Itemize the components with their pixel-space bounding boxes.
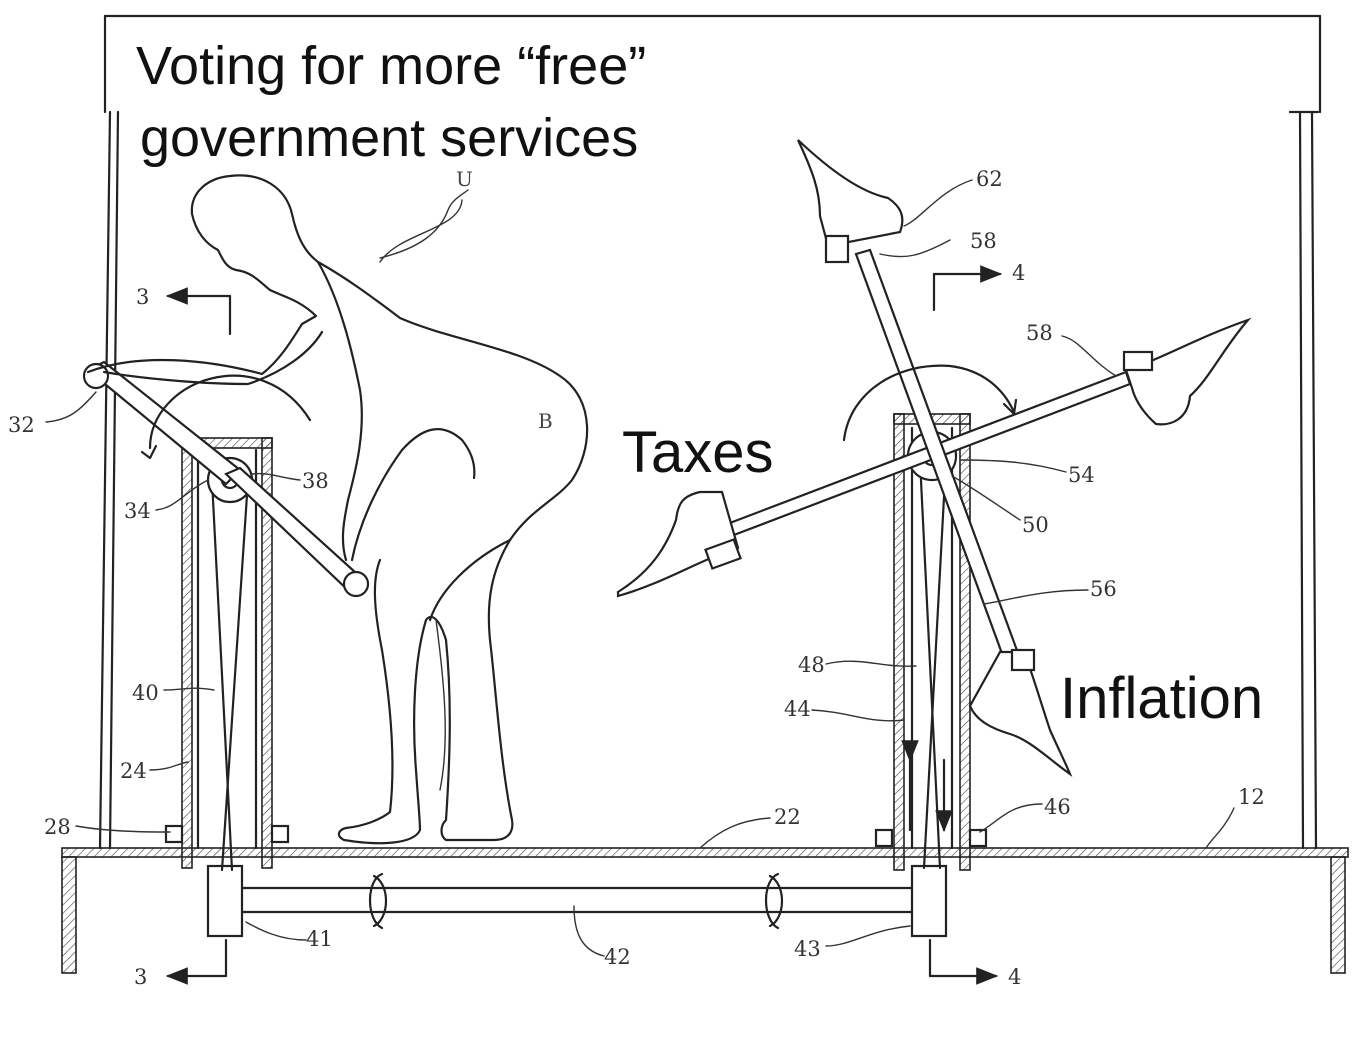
leader-lines bbox=[45, 179, 1235, 957]
ref-44: 44 bbox=[784, 697, 811, 721]
paddle-arms bbox=[720, 248, 1132, 672]
boot-left bbox=[616, 490, 742, 598]
ref-42: 42 bbox=[604, 945, 631, 969]
ref-28: 28 bbox=[44, 815, 71, 839]
ref-34: 34 bbox=[124, 499, 151, 523]
ref-46: 46 bbox=[1044, 795, 1071, 819]
caption-taxes: Taxes bbox=[622, 420, 774, 485]
label-buttocks: B bbox=[538, 409, 553, 433]
ref-48: 48 bbox=[798, 653, 825, 677]
title-line-2: government services bbox=[140, 108, 638, 168]
section-markers bbox=[165, 265, 1003, 985]
ref-54: 54 bbox=[1068, 463, 1095, 487]
boot-bottom bbox=[968, 648, 1073, 778]
drive-shaft bbox=[206, 864, 948, 938]
title-line-1: Voting for more “free” bbox=[136, 36, 646, 96]
ref-24: 24 bbox=[120, 759, 147, 783]
ref-50: 50 bbox=[1022, 513, 1049, 537]
outer-frame bbox=[98, 14, 1322, 850]
ref-38: 38 bbox=[302, 469, 329, 493]
ref-43: 43 bbox=[794, 937, 821, 961]
boots bbox=[616, 139, 1252, 778]
label-user: U bbox=[456, 167, 473, 191]
ref-12: 12 bbox=[1238, 785, 1265, 809]
caption-inflation: Inflation bbox=[1060, 666, 1263, 731]
right-tower bbox=[874, 413, 988, 871]
ref-41: 41 bbox=[306, 927, 333, 951]
ref-62: 62 bbox=[976, 167, 1003, 191]
crank-arm bbox=[82, 360, 370, 598]
ref-22: 22 bbox=[774, 805, 801, 829]
section-4-top: 4 bbox=[1012, 261, 1025, 285]
ref-40: 40 bbox=[132, 681, 159, 705]
ref-58-right: 58 bbox=[1026, 321, 1053, 345]
ref-56: 56 bbox=[1090, 577, 1117, 601]
section-3-bottom: 3 bbox=[134, 965, 147, 989]
section-4-bottom: 4 bbox=[1008, 965, 1021, 989]
boot-top bbox=[797, 139, 904, 264]
boot-right bbox=[1122, 317, 1252, 426]
human-figure bbox=[86, 174, 589, 845]
base-platform bbox=[61, 847, 1349, 974]
ref-58-top: 58 bbox=[970, 229, 997, 253]
ref-32: 32 bbox=[8, 413, 35, 437]
section-3-top: 3 bbox=[136, 285, 149, 309]
